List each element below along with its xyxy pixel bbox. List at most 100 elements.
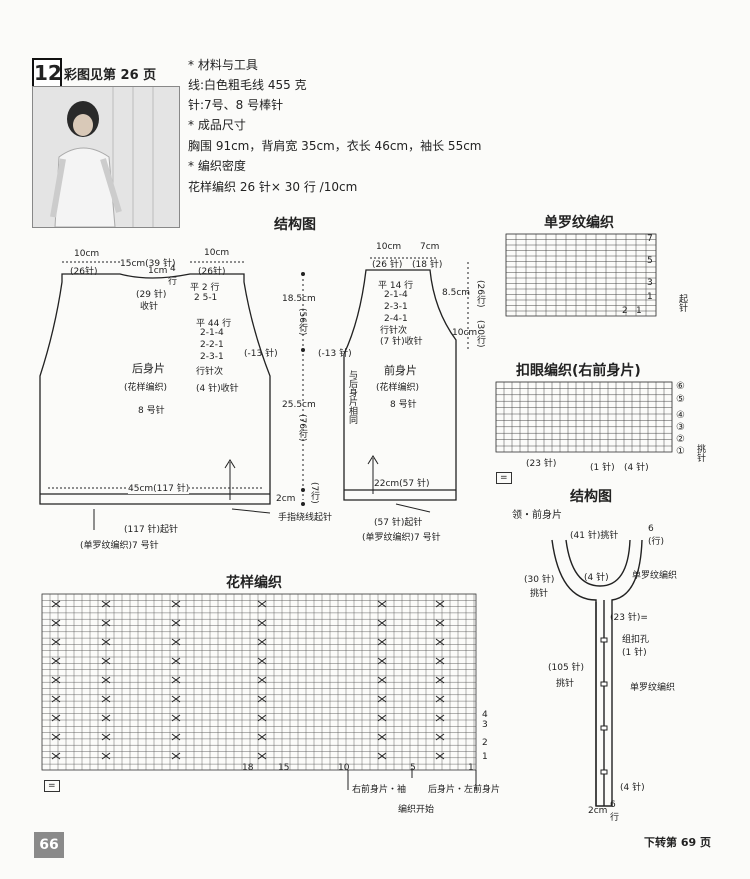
cross-stitch-symbol: [101, 619, 111, 627]
cross-stitch-symbol: [257, 619, 267, 627]
cross-stitch-symbol: [101, 676, 111, 684]
back-rib-note: (单罗纹编织)7 号针: [80, 541, 159, 551]
cross-stitch-symbol: [377, 657, 387, 665]
cross-stitch-symbol: [257, 657, 267, 665]
band-6: 6: [610, 800, 616, 810]
pattern-col-1: 1: [468, 763, 474, 773]
front-flat14: 平 14 行: [378, 281, 414, 291]
front-top-left-stitches: (26 针): [372, 260, 403, 270]
band-105: (105 针): [548, 663, 585, 673]
cross-stitch-symbol: [435, 638, 445, 646]
rib-heading: 单罗纹编织: [544, 215, 614, 231]
cross-stitch-symbol: [257, 714, 267, 722]
front-title: 前身片: [384, 364, 417, 377]
pattern-row-2: 2: [482, 738, 488, 748]
back-dec-r1: 2-1-4: [200, 328, 224, 338]
front-needle: 8 号针: [390, 400, 417, 410]
collar-4: (4 针): [584, 573, 609, 583]
back-flat44: 平 44 行: [196, 319, 232, 329]
bh-row-5: ⑤: [676, 394, 685, 405]
cross-stitch-symbol: [51, 638, 61, 646]
pattern-col-15: 15: [278, 763, 290, 773]
bh-sts-4: (4 针): [624, 463, 649, 473]
back-width: 45cm(117 针): [128, 481, 190, 494]
rib-row-3: 3: [647, 278, 653, 288]
cross-stitch-symbol: [257, 600, 267, 608]
model-photo: [32, 86, 180, 228]
pattern-row-3: 3: [482, 720, 488, 730]
band-105-pick: 挑针: [556, 679, 575, 689]
cross-stitch-symbol: [435, 676, 445, 684]
rib-chart-grid: [505, 233, 657, 317]
back-neck-rows-unit: 行: [168, 277, 178, 287]
cross-stitch-symbol: [257, 676, 267, 684]
band-23: (23 针)=: [610, 613, 648, 623]
pattern-col-18: 18: [242, 763, 254, 773]
cross-stitch-symbol: [171, 752, 181, 760]
rib-row-7: 7: [647, 234, 653, 244]
materials-title: * 材料与工具: [188, 58, 258, 72]
back-top-left-stitches: (26针): [70, 267, 98, 277]
cross-stitch-symbol: [101, 695, 111, 703]
model-photo-illustration: [33, 87, 179, 227]
front-dec-r1: 2-1-4: [384, 290, 408, 300]
cross-stitch-symbol: [257, 733, 267, 741]
back-dec-r2: 2-2-1: [200, 340, 224, 350]
cross-stitch-symbol: [257, 695, 267, 703]
back-dec-legend: 行针次: [196, 367, 224, 377]
back-piece-outline: [39, 273, 271, 505]
cross-stitch-symbol: [435, 619, 445, 627]
yarn-spec: 线:白色粗毛线 455 克: [188, 78, 307, 92]
cross-stitch-symbol: [171, 714, 181, 722]
buttonhole-label: 组扣孔: [622, 635, 650, 645]
band-rib: 单罗纹编织: [630, 683, 676, 693]
density-spec: 花样编织 26 针× 30 行 /10cm: [188, 180, 358, 194]
collar-rib: 单罗纹编织: [632, 571, 678, 581]
bh-pick: 挑针: [695, 444, 705, 462]
cross-stitch-symbol: [257, 638, 267, 646]
cross-stitch-symbol: [377, 695, 387, 703]
band-rows: 行: [610, 813, 620, 823]
rib-start: 起针: [677, 294, 687, 312]
cross-stitch-symbol: [51, 752, 61, 760]
collar-heading: 领・前身片: [512, 510, 562, 521]
cross-stitch-symbol: [377, 733, 387, 741]
cross-stitch-symbol: [171, 638, 181, 646]
cross-stitch-symbol: [51, 600, 61, 608]
vertical-dots: [301, 272, 305, 506]
back-armhole-bindoff: (4 针)收针: [196, 384, 239, 394]
cross-stitch-symbol: [101, 714, 111, 722]
pattern-part-back: 后身片・左前身片: [428, 785, 501, 795]
cross-stitch-symbol: [377, 676, 387, 684]
cross-stitch-symbol: [51, 676, 61, 684]
pattern-row-4: 4: [482, 710, 488, 720]
rib-col-2: 2: [622, 306, 628, 316]
pattern-chart-symbols: [51, 600, 445, 760]
back-cast-on: (117 针)起针: [124, 525, 179, 535]
cross-stitch-symbol: [51, 714, 61, 722]
front-side-dec: (-13 针): [318, 349, 352, 359]
pattern-col-5: 5: [410, 763, 416, 773]
front-dec-r2: 2-3-1: [384, 302, 408, 312]
back-neck-depth: 1cm: [148, 266, 168, 276]
cross-stitch-symbol: [101, 752, 111, 760]
upper-rows: (56行): [297, 308, 307, 336]
thumb-cast-on: 手指绕线起针: [278, 513, 333, 523]
front-top-right-stitches: (18 针): [412, 260, 443, 270]
cross-stitch-symbol: [51, 733, 61, 741]
cross-stitch-symbol: [171, 695, 181, 703]
pattern-heading: 花样编织: [226, 575, 282, 591]
cross-stitch-symbol: [435, 733, 445, 741]
back-top-right-stitches: (26针): [198, 267, 226, 277]
back-dec-r3: 2-3-1: [200, 352, 224, 362]
cross-stitch-symbol: [435, 752, 445, 760]
cross-stitch-symbol: [101, 657, 111, 665]
density-title: * 编织密度: [188, 159, 246, 173]
continue-note: 下转第 69 页: [644, 836, 711, 849]
front-rib-note: (单罗纹编织)7 号针: [362, 533, 441, 543]
cross-stitch-symbol: [171, 676, 181, 684]
bh-row-1: ①: [676, 446, 685, 457]
back-top-left-cm: 10cm: [74, 249, 100, 259]
back-row-a: 2 5-1: [194, 293, 218, 303]
